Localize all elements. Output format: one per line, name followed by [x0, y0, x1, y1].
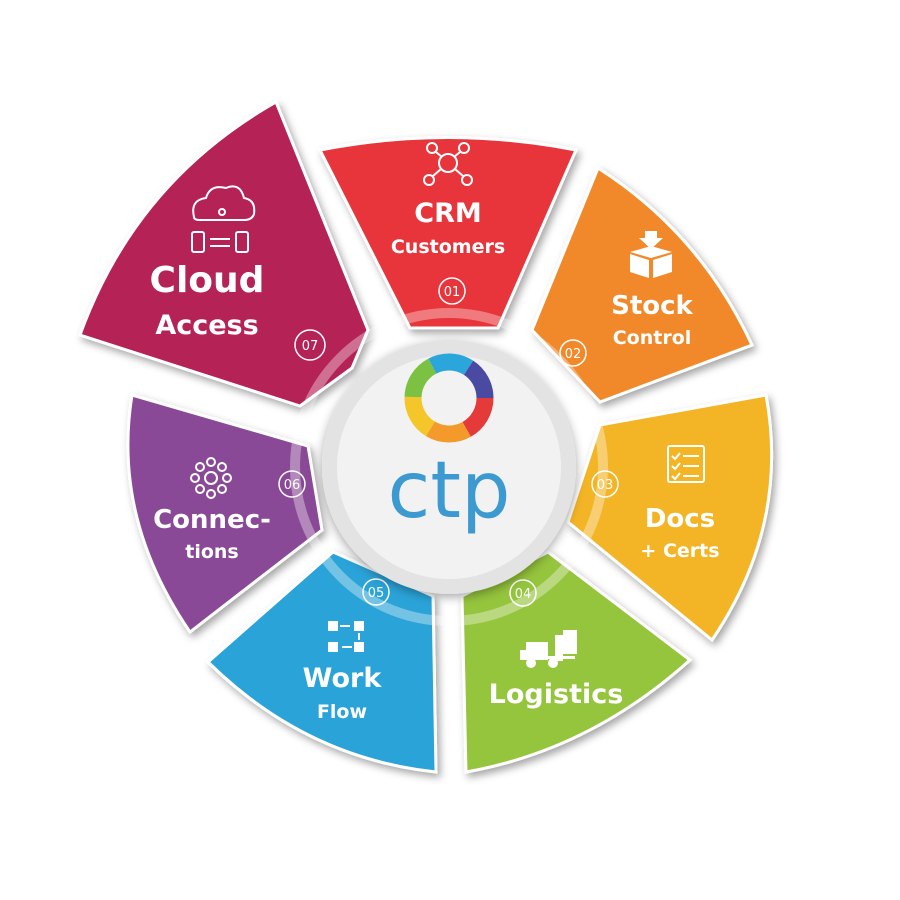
segment-stock-shape	[530, 165, 755, 404]
svg-text:04: 04	[515, 587, 532, 602]
segment-connections[interactable]: Connec- tions 06	[126, 393, 324, 635]
segment-docs[interactable]: Docs + Certs 03	[566, 393, 774, 643]
hub-inner-circle	[337, 355, 561, 579]
segment-logistics-title: Logistics	[489, 679, 624, 710]
crm-network-icon	[423, 142, 473, 186]
svg-text:06: 06	[284, 478, 301, 493]
segment-workflow-shape	[205, 550, 438, 774]
svg-text:03: 03	[597, 478, 614, 493]
svg-text:05: 05	[368, 586, 385, 601]
segment-crm-subtitle: Customers	[391, 236, 505, 258]
segment-docs-shape	[566, 393, 774, 643]
segment-cloud-shape	[78, 99, 370, 408]
segment-crm-shape	[317, 136, 579, 330]
segment-cloud-number-badge: 07	[294, 329, 326, 361]
forklift-icon	[520, 630, 577, 668]
svg-text:01: 01	[444, 285, 461, 300]
segment-docs-number-badge: 03	[591, 470, 619, 498]
ctp-logo-text: ctp	[388, 446, 511, 536]
segment-connections-number-badge: 06	[278, 470, 306, 498]
document-checklist-icon	[667, 445, 705, 483]
segment-connections-shape	[126, 393, 324, 635]
segment-workflow-title: Work	[303, 663, 383, 694]
segment-workflow[interactable]: Work Flow 05	[205, 550, 438, 774]
segment-logistics[interactable]: Logistics 04	[460, 550, 693, 774]
workflow-icon	[328, 621, 364, 652]
segment-cloud[interactable]: Cloud Access 07	[78, 99, 370, 408]
center-hub: ctp	[322, 340, 576, 594]
segment-crm[interactable]: CRM Customers 01	[317, 136, 579, 330]
segment-cloud-title: Cloud	[150, 260, 265, 301]
segment-cloud-subtitle: Access	[155, 310, 258, 341]
svg-text:07: 07	[302, 339, 319, 354]
segment-workflow-number-badge: 05	[362, 578, 390, 606]
segment-stock-subtitle: Control	[613, 327, 692, 349]
segment-crm-number-badge: 01	[438, 277, 466, 305]
segment-logistics-shape	[460, 550, 693, 774]
segment-docs-title: Docs	[645, 504, 715, 534]
hub-ring	[290, 308, 608, 626]
segment-connections-title: Connec-	[153, 505, 271, 535]
cloud-devices-icon	[191, 185, 256, 253]
box-download-icon	[630, 231, 672, 278]
segment-docs-subtitle: + Certs	[640, 540, 719, 562]
segment-logistics-number-badge: 04	[509, 579, 537, 607]
rainbow-ring-logo-icon	[404, 353, 494, 443]
segment-workflow-subtitle: Flow	[317, 701, 367, 723]
segment-connections-subtitle: tions	[185, 541, 238, 563]
segment-stock-title: Stock	[611, 291, 693, 321]
svg-text:02: 02	[565, 347, 582, 362]
connections-hub-icon	[190, 457, 232, 499]
segment-stock-number-badge: 02	[559, 339, 587, 367]
segment-stock[interactable]: Stock Control 02	[530, 165, 755, 404]
segment-crm-title: CRM	[414, 198, 481, 229]
